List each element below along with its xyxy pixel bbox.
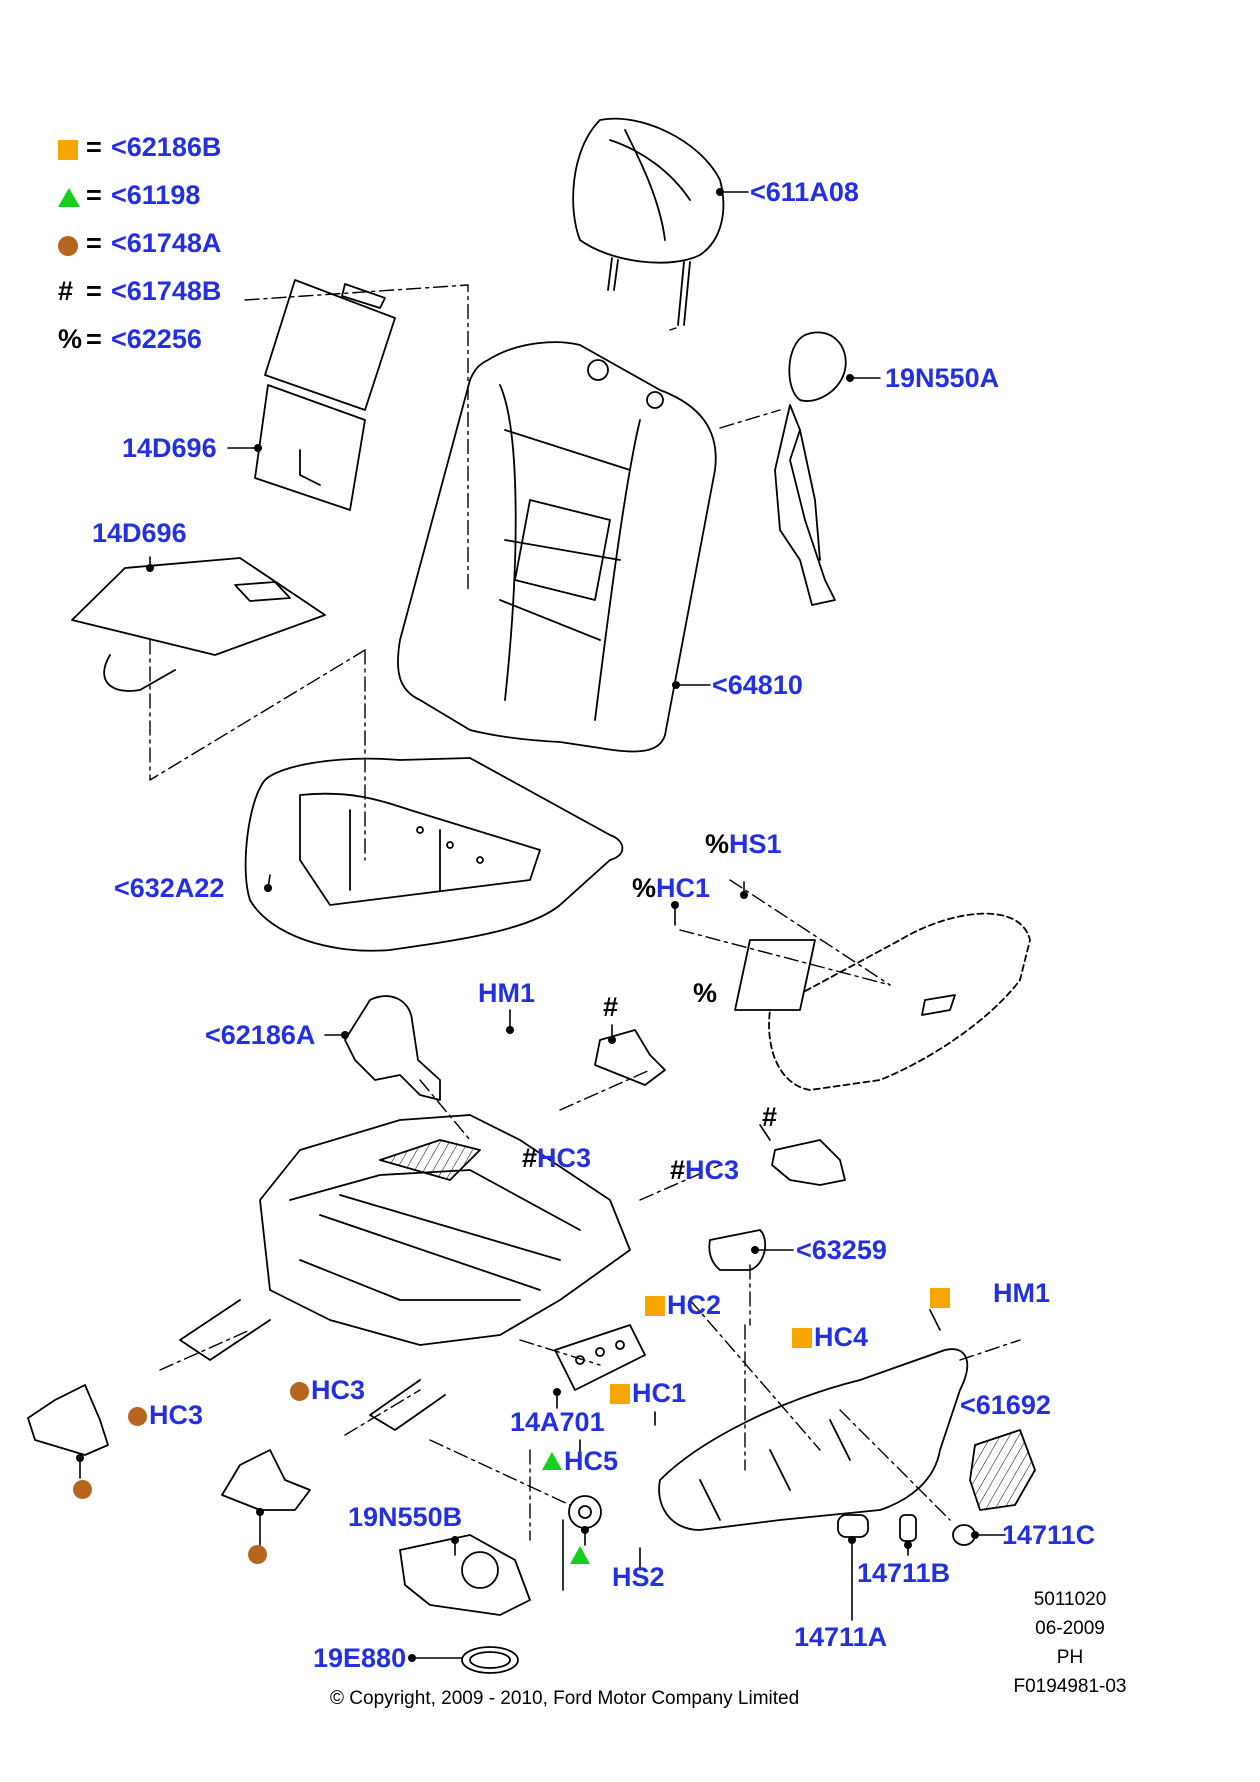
callout-hs1-label: HS1 <box>729 829 782 859</box>
callout-knob-cover: <63259 <box>796 1235 887 1265</box>
callout-hc5: HC5 <box>542 1446 618 1476</box>
callout-hc4: HC4 <box>792 1322 868 1352</box>
callout-hc3-mid-label: HC3 <box>311 1375 366 1405</box>
callout-shield-left: <62186A <box>205 1020 316 1050</box>
left-shield-part <box>344 995 441 1101</box>
callout-headrest: <611A08 <box>750 177 859 207</box>
right-shield-part <box>658 1348 969 1531</box>
brown-circle-icon <box>58 236 78 256</box>
callout-hc1-bottom: HC1 <box>610 1378 686 1408</box>
callout-hs2: HS2 <box>612 1562 665 1592</box>
brown-circle-icon <box>128 1407 147 1426</box>
callout-hc2: HC2 <box>645 1290 721 1320</box>
green-triangle-icon <box>542 1452 562 1470</box>
legend-code: <61748A <box>111 228 222 258</box>
legend-code: <62256 <box>111 324 202 354</box>
brown-circle-icon <box>73 1480 92 1499</box>
hash-symbol: # <box>58 276 74 306</box>
reference-line: PH <box>1056 1647 1084 1668</box>
copyright-text: © Copyright, 2009 - 2010, Ford Motor Com… <box>330 1688 800 1709</box>
reference-line: 06-2009 <box>1035 1618 1105 1639</box>
callout-backrest: <64810 <box>712 670 803 700</box>
back-recline-cover-part <box>734 912 1031 1091</box>
callout-hc3-hash-1: #HC3 <box>522 1143 591 1173</box>
ring-part <box>461 1646 519 1674</box>
hash-prefix: # <box>522 1143 538 1173</box>
callout-hc3-mid: HC3 <box>290 1375 365 1405</box>
hash-bracket-2-part <box>771 1139 846 1186</box>
green-triangle-icon <box>58 188 80 207</box>
callout-shield-right: <61692 <box>960 1390 1051 1420</box>
callout-hc3-hash-2: #HC3 <box>670 1155 739 1185</box>
callout-switch: 14A701 <box>510 1407 605 1437</box>
legend-code: <62186B <box>111 132 222 162</box>
callout-headrest-guide: 19N550A <box>885 363 1000 393</box>
backrest-part <box>397 341 717 753</box>
orange-square-icon <box>645 1296 665 1316</box>
callout-hc3-left: HC3 <box>128 1400 203 1430</box>
reference-line: 5011020 <box>1033 1589 1107 1610</box>
headrest-guide-part <box>774 331 847 606</box>
leader-dots <box>76 188 979 1662</box>
pad-top-part <box>254 279 396 511</box>
callout-hc1-top-label: HC1 <box>656 873 711 903</box>
mid-foot-cover-part <box>221 1449 311 1511</box>
brown-circle-icon <box>290 1382 309 1401</box>
orange-square-icon <box>58 140 78 160</box>
green-triangle-icon <box>570 1546 590 1564</box>
headrest-part <box>572 117 725 326</box>
callout-hm1-right: HM1 <box>993 1278 1051 1308</box>
callout-hm1-left: HM1 <box>478 978 536 1008</box>
seat-frame-part <box>179 1114 631 1431</box>
motor-part <box>399 1534 531 1616</box>
callout-hc1-top: %HC1 <box>632 873 710 903</box>
callout-hc3-hash-1-label: HC3 <box>537 1143 592 1173</box>
callout-motor: 19N550B <box>348 1502 463 1532</box>
cushion-part <box>244 757 624 952</box>
callout-knob-b: 14711B <box>857 1558 951 1588</box>
legend-equals: = <box>86 324 102 354</box>
legend-equals: = <box>86 276 102 306</box>
callout-hc1-bottom-label: HC1 <box>632 1378 687 1408</box>
callout-pad-top: 14D696 <box>122 433 217 463</box>
callout-hc3-left-label: HC3 <box>149 1400 204 1430</box>
callout-knob-c: 14711C <box>1002 1520 1096 1550</box>
callout-pad-bottom: 14D696 <box>92 518 187 548</box>
pad-bottom-part <box>71 557 326 692</box>
callout-hc4-label: HC4 <box>814 1322 869 1352</box>
callout-hs1: %HS1 <box>705 829 782 859</box>
legend-equals: = <box>86 132 102 162</box>
reference-block: 5011020 06-2009 PH F0194981-03 <box>1000 1585 1140 1701</box>
orange-square-icon <box>610 1384 630 1404</box>
hash-prefix: # <box>670 1155 686 1185</box>
legend-equals: = <box>86 228 102 258</box>
callout-cushion: <632A22 <box>114 873 225 903</box>
percent-symbol: % <box>58 324 83 354</box>
brown-circle-icon <box>248 1545 267 1564</box>
callout-hc3-hash-2-label: HC3 <box>685 1155 740 1185</box>
legend-equals: = <box>86 180 102 210</box>
hash-bracket-1-part <box>594 1029 666 1086</box>
left-foot-cover-part <box>27 1384 109 1456</box>
hash-marker: # <box>762 1102 778 1132</box>
percent-prefix: % <box>632 873 657 903</box>
orange-square-icon <box>792 1328 812 1348</box>
legend-code: <61198 <box>111 180 201 210</box>
callout-knob-a: 14711A <box>794 1622 888 1652</box>
far-right-cover-part <box>969 1429 1036 1511</box>
callout-hc5-label: HC5 <box>564 1446 619 1476</box>
hash-marker: # <box>603 992 619 1022</box>
rotary-knob-part <box>568 1495 602 1529</box>
callout-ring: 19E880 <box>313 1643 407 1673</box>
orange-square-icon <box>930 1288 950 1308</box>
knob-a-part <box>837 1514 869 1538</box>
callout-hc2-label: HC2 <box>667 1290 722 1320</box>
legend-code: <61748B <box>111 276 222 306</box>
reference-line: F0194981-03 <box>1013 1676 1127 1697</box>
assembly-lines <box>149 284 1021 1541</box>
percent-marker: % <box>693 978 718 1008</box>
knob-b-part <box>899 1514 917 1542</box>
percent-prefix: % <box>705 829 730 859</box>
